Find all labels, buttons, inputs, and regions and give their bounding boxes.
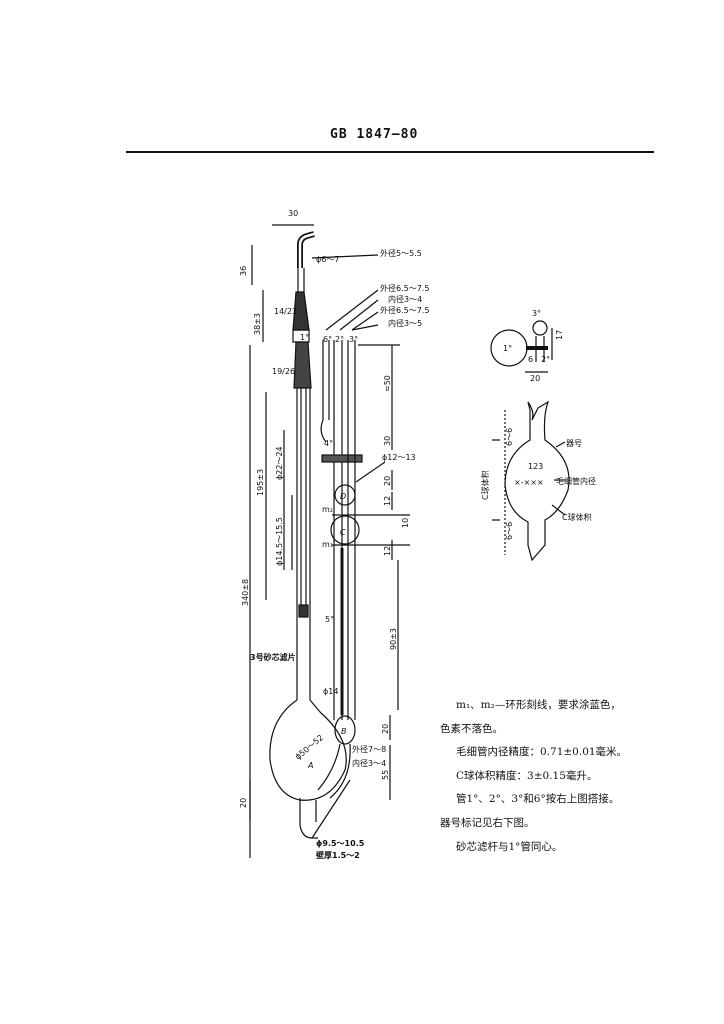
label-od-top: 外径5～5.5 (380, 248, 422, 258)
label-id-mid: 内径3～4 (388, 294, 422, 304)
label-dim-30: 30 (383, 436, 392, 446)
label-height-upper: 38±3 (253, 313, 262, 335)
detail-label-height: 17 (555, 330, 564, 340)
label-dia-14-15: ϕ14.5～15.5 (275, 517, 284, 566)
label-dim-50: ≈50 (383, 375, 392, 392)
label-dia-22-24: ϕ22～24 (275, 446, 284, 480)
note-line: 色素不落色。 (440, 722, 503, 735)
label-tube-6: 6° (323, 335, 332, 344)
detail-label-tube-2: 2° (541, 355, 550, 364)
label-bulb-a: A (307, 761, 313, 770)
note-line: 管1°、2°、3°和6°按右上图搭接。 (456, 793, 620, 806)
label-dia-50-52: ϕ50～52 (294, 733, 326, 762)
note-line: 毛细管内径精度：0.71±0.01毫米。 (456, 746, 628, 759)
ground-joint-lower (293, 341, 312, 389)
label-joint-lower: 19/26 (272, 367, 295, 376)
detail-label-dim-top: 6～6 (505, 428, 514, 446)
note-line: 器号标记见右下图。 (440, 816, 535, 829)
label-id-bottom: 内径3～4 (352, 758, 386, 768)
detail-label-capillary: 毛细管内径 (556, 476, 596, 486)
detail-label-tube-6: 6 (528, 355, 533, 364)
detail-label-marks: ×-××× (514, 478, 544, 487)
label-tube-1: 1° (300, 333, 309, 342)
label-height-total: 340±8 (241, 579, 250, 606)
label-mark-m2: m₂ (322, 505, 333, 514)
label-dim-195: 195±3 (256, 469, 265, 496)
label-bulb-c: C (340, 528, 346, 537)
notes-block: m₁、m₂—环形刻线，要求涂蓝色， 色素不落色。 毛细管内径精度：0.71±0.… (440, 694, 660, 859)
label-joint-upper: 14/23 (274, 307, 297, 316)
detail-label-tube-1: 1° (503, 344, 512, 353)
detail-label-side: C球体积 (480, 470, 490, 500)
label-dim-20: 20 (383, 476, 392, 486)
label-dim-10: 10 (401, 518, 410, 528)
label-bulb-b: B (341, 727, 347, 736)
label-dim-55: 55 (381, 770, 390, 780)
label-hook-dia: ϕ6～7 (316, 255, 339, 264)
note-line: 砂芯滤杆与1°管同心。 (456, 840, 563, 853)
label-filter: 3号砂芯滤片 (250, 652, 296, 662)
label-wall-bottom: 壁厚1.5～2 (316, 850, 360, 860)
label-id-right: 内径3～5 (388, 318, 422, 328)
bulb-c (330, 515, 360, 545)
label-od-mid: 外径6.5～7.5 (380, 283, 429, 293)
label-dim-12b: 12 (383, 546, 392, 556)
label-tube-4: 4° (324, 439, 333, 448)
label-tube-3: 3° (349, 335, 358, 344)
label-dim-20b: 20 (381, 724, 390, 734)
standard-number: GB 1847—80 (330, 127, 419, 142)
detail-label-serial: 123 (528, 462, 543, 471)
detail-label-dim-bottom: 6～6 (505, 522, 514, 540)
detail-label-serial-label: 器号 (566, 439, 582, 448)
detail-bulb-outline (504, 400, 570, 562)
bulb-b (334, 715, 356, 745)
note-line: C球体积精度：3±0.15毫升。 (456, 769, 598, 782)
label-dim-20c: 20 (239, 798, 248, 808)
label-od-right: 外径6.5～7.5 (380, 305, 429, 315)
label-dia-bottom: ϕ9.5～10.5 (316, 839, 365, 848)
label-dim-90: 90±3 (389, 628, 398, 650)
detail-label-width: 20 (530, 374, 540, 383)
label-dia-12-13: ϕ12～13 (382, 453, 416, 462)
label-dia-14: ϕ14 (323, 687, 338, 696)
detail-label-tube-3: 3° (532, 309, 541, 318)
detail-label-volume: C球体积 (562, 512, 592, 522)
label-tube-5: 5° (325, 615, 334, 624)
label-od-bottom: 外径7～8 (352, 744, 386, 754)
label-dim-12a: 12 (383, 496, 392, 506)
label-tube-2: 2° (335, 335, 344, 344)
label-mark-m1: m₁ (322, 540, 333, 549)
label-bulb-d: D (340, 492, 346, 501)
label-hook-height: 36 (239, 266, 248, 276)
note-line: m₁、m₂—环形刻线，要求涂蓝色， (456, 699, 621, 711)
header-rule (126, 151, 654, 153)
label-top-width: 30 (288, 209, 298, 218)
